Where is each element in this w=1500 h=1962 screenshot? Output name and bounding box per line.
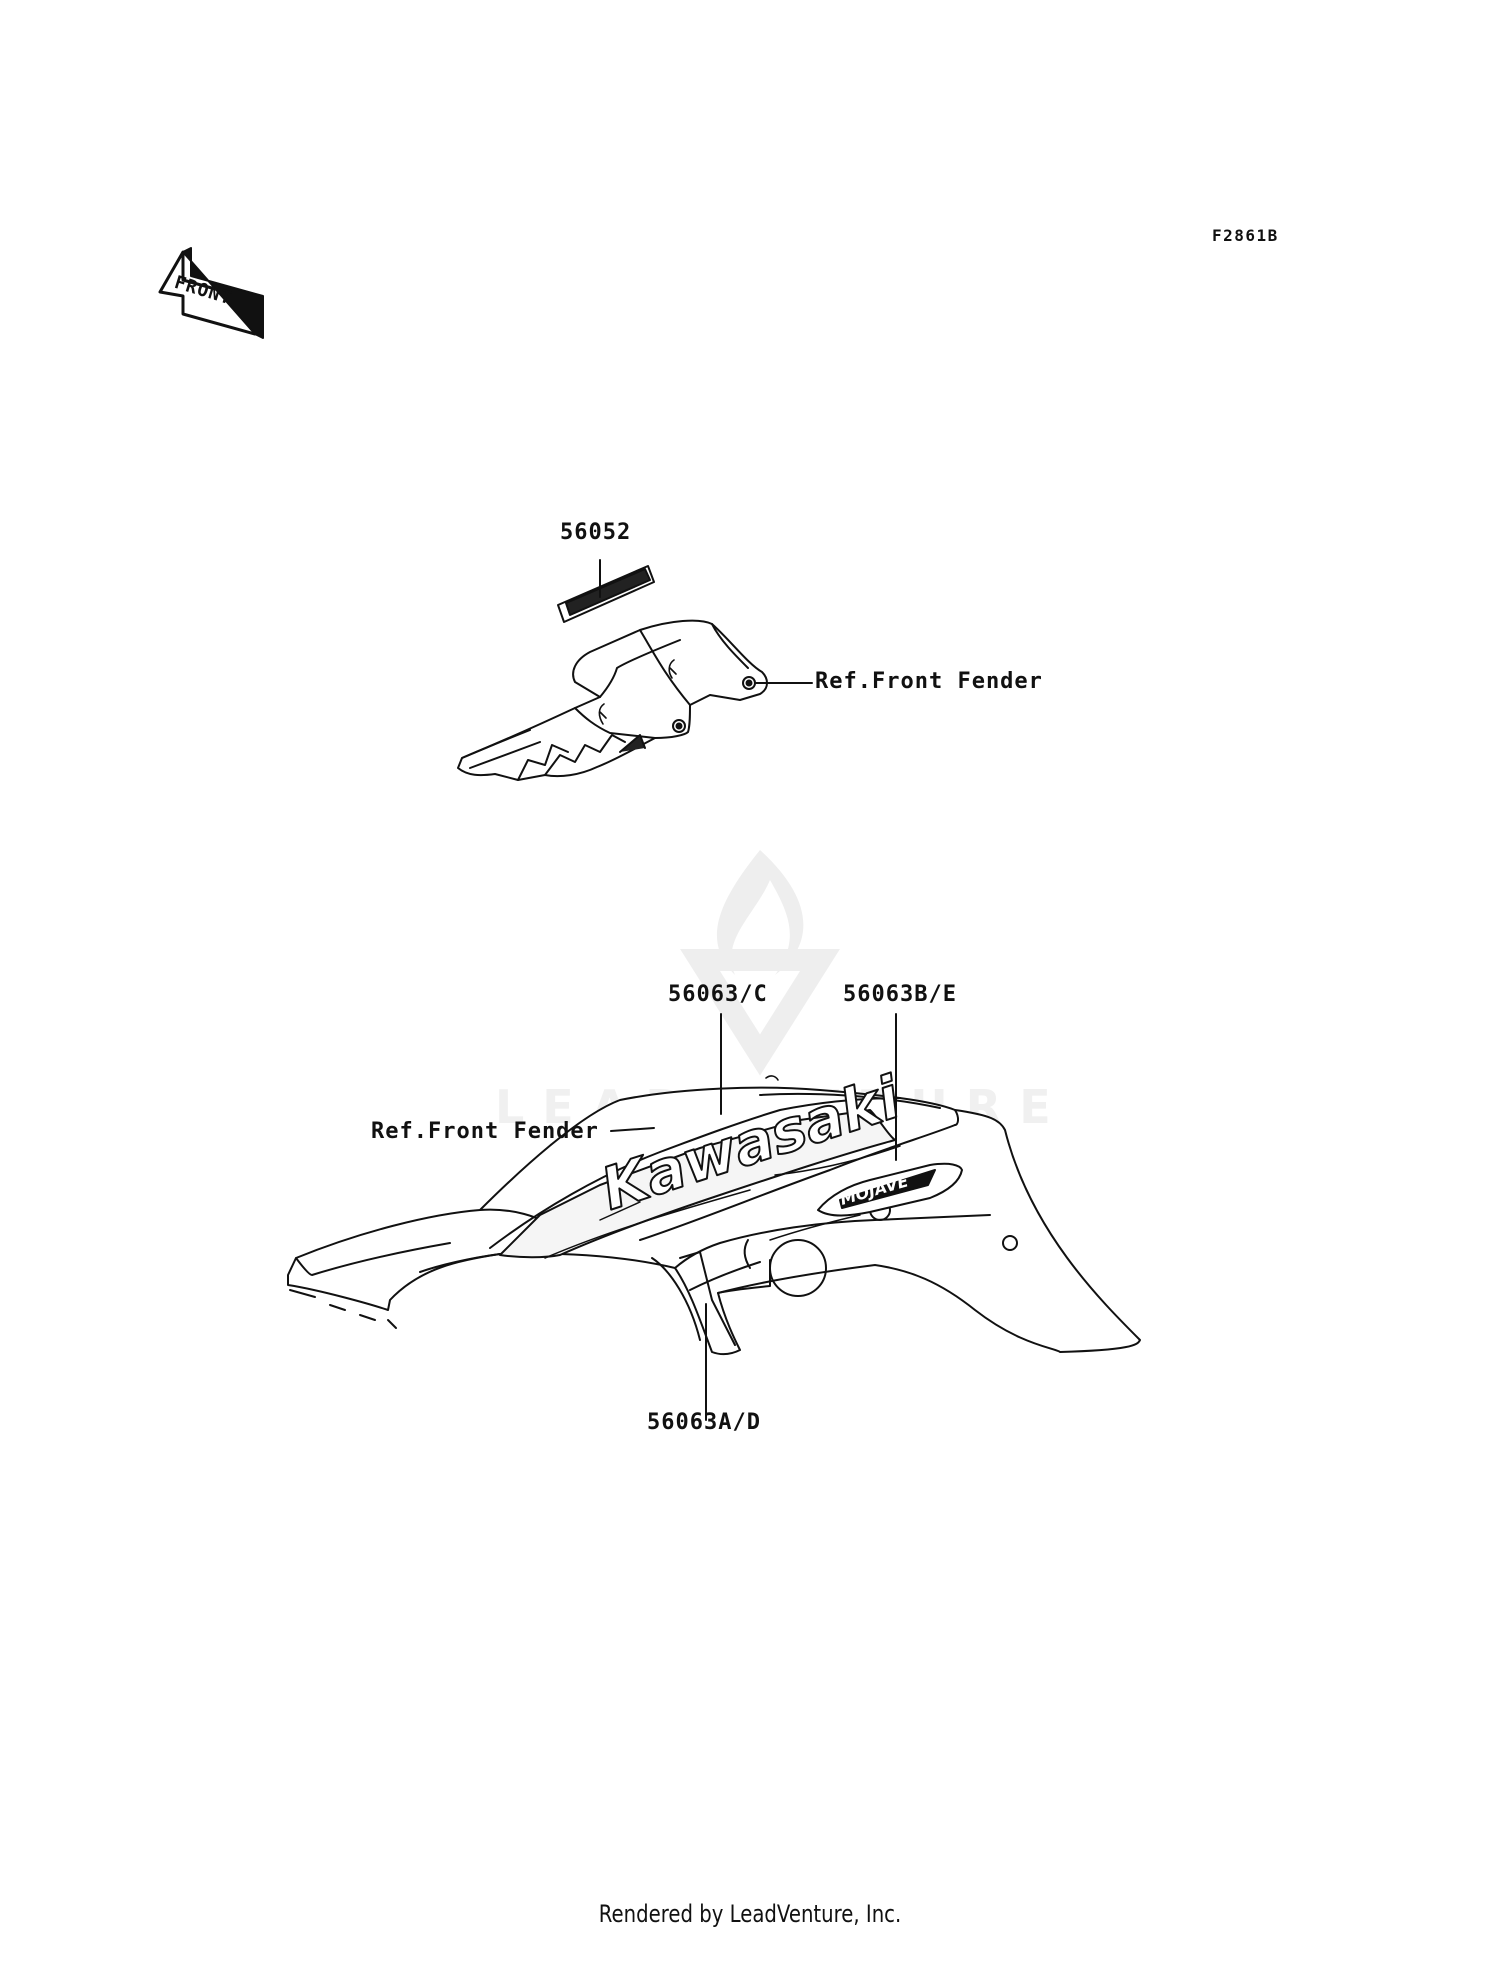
footer-credit: Rendered by LeadVenture, Inc. (598, 1900, 902, 1928)
leader-ref-front-fender-lower (610, 1127, 655, 1132)
decal-56052-icon (557, 565, 655, 623)
callout-ref-front-fender-lower[interactable]: Ref.Front Fender (371, 1119, 599, 1144)
callout-ref-front-fender-top[interactable]: Ref.Front Fender (815, 669, 1043, 694)
front-arrow-icon (158, 247, 264, 339)
callout-56052[interactable]: 56052 (560, 520, 632, 545)
lower-fender-icon (287, 1075, 1141, 1356)
diagram-code: F2861B (1212, 226, 1279, 245)
callout-56063be[interactable]: 56063B/E (843, 982, 957, 1007)
callout-56063ad[interactable]: 56063A/D (647, 1410, 761, 1435)
upper-fender-icon (457, 619, 768, 781)
callout-56063c[interactable]: 56063/C (668, 982, 768, 1007)
